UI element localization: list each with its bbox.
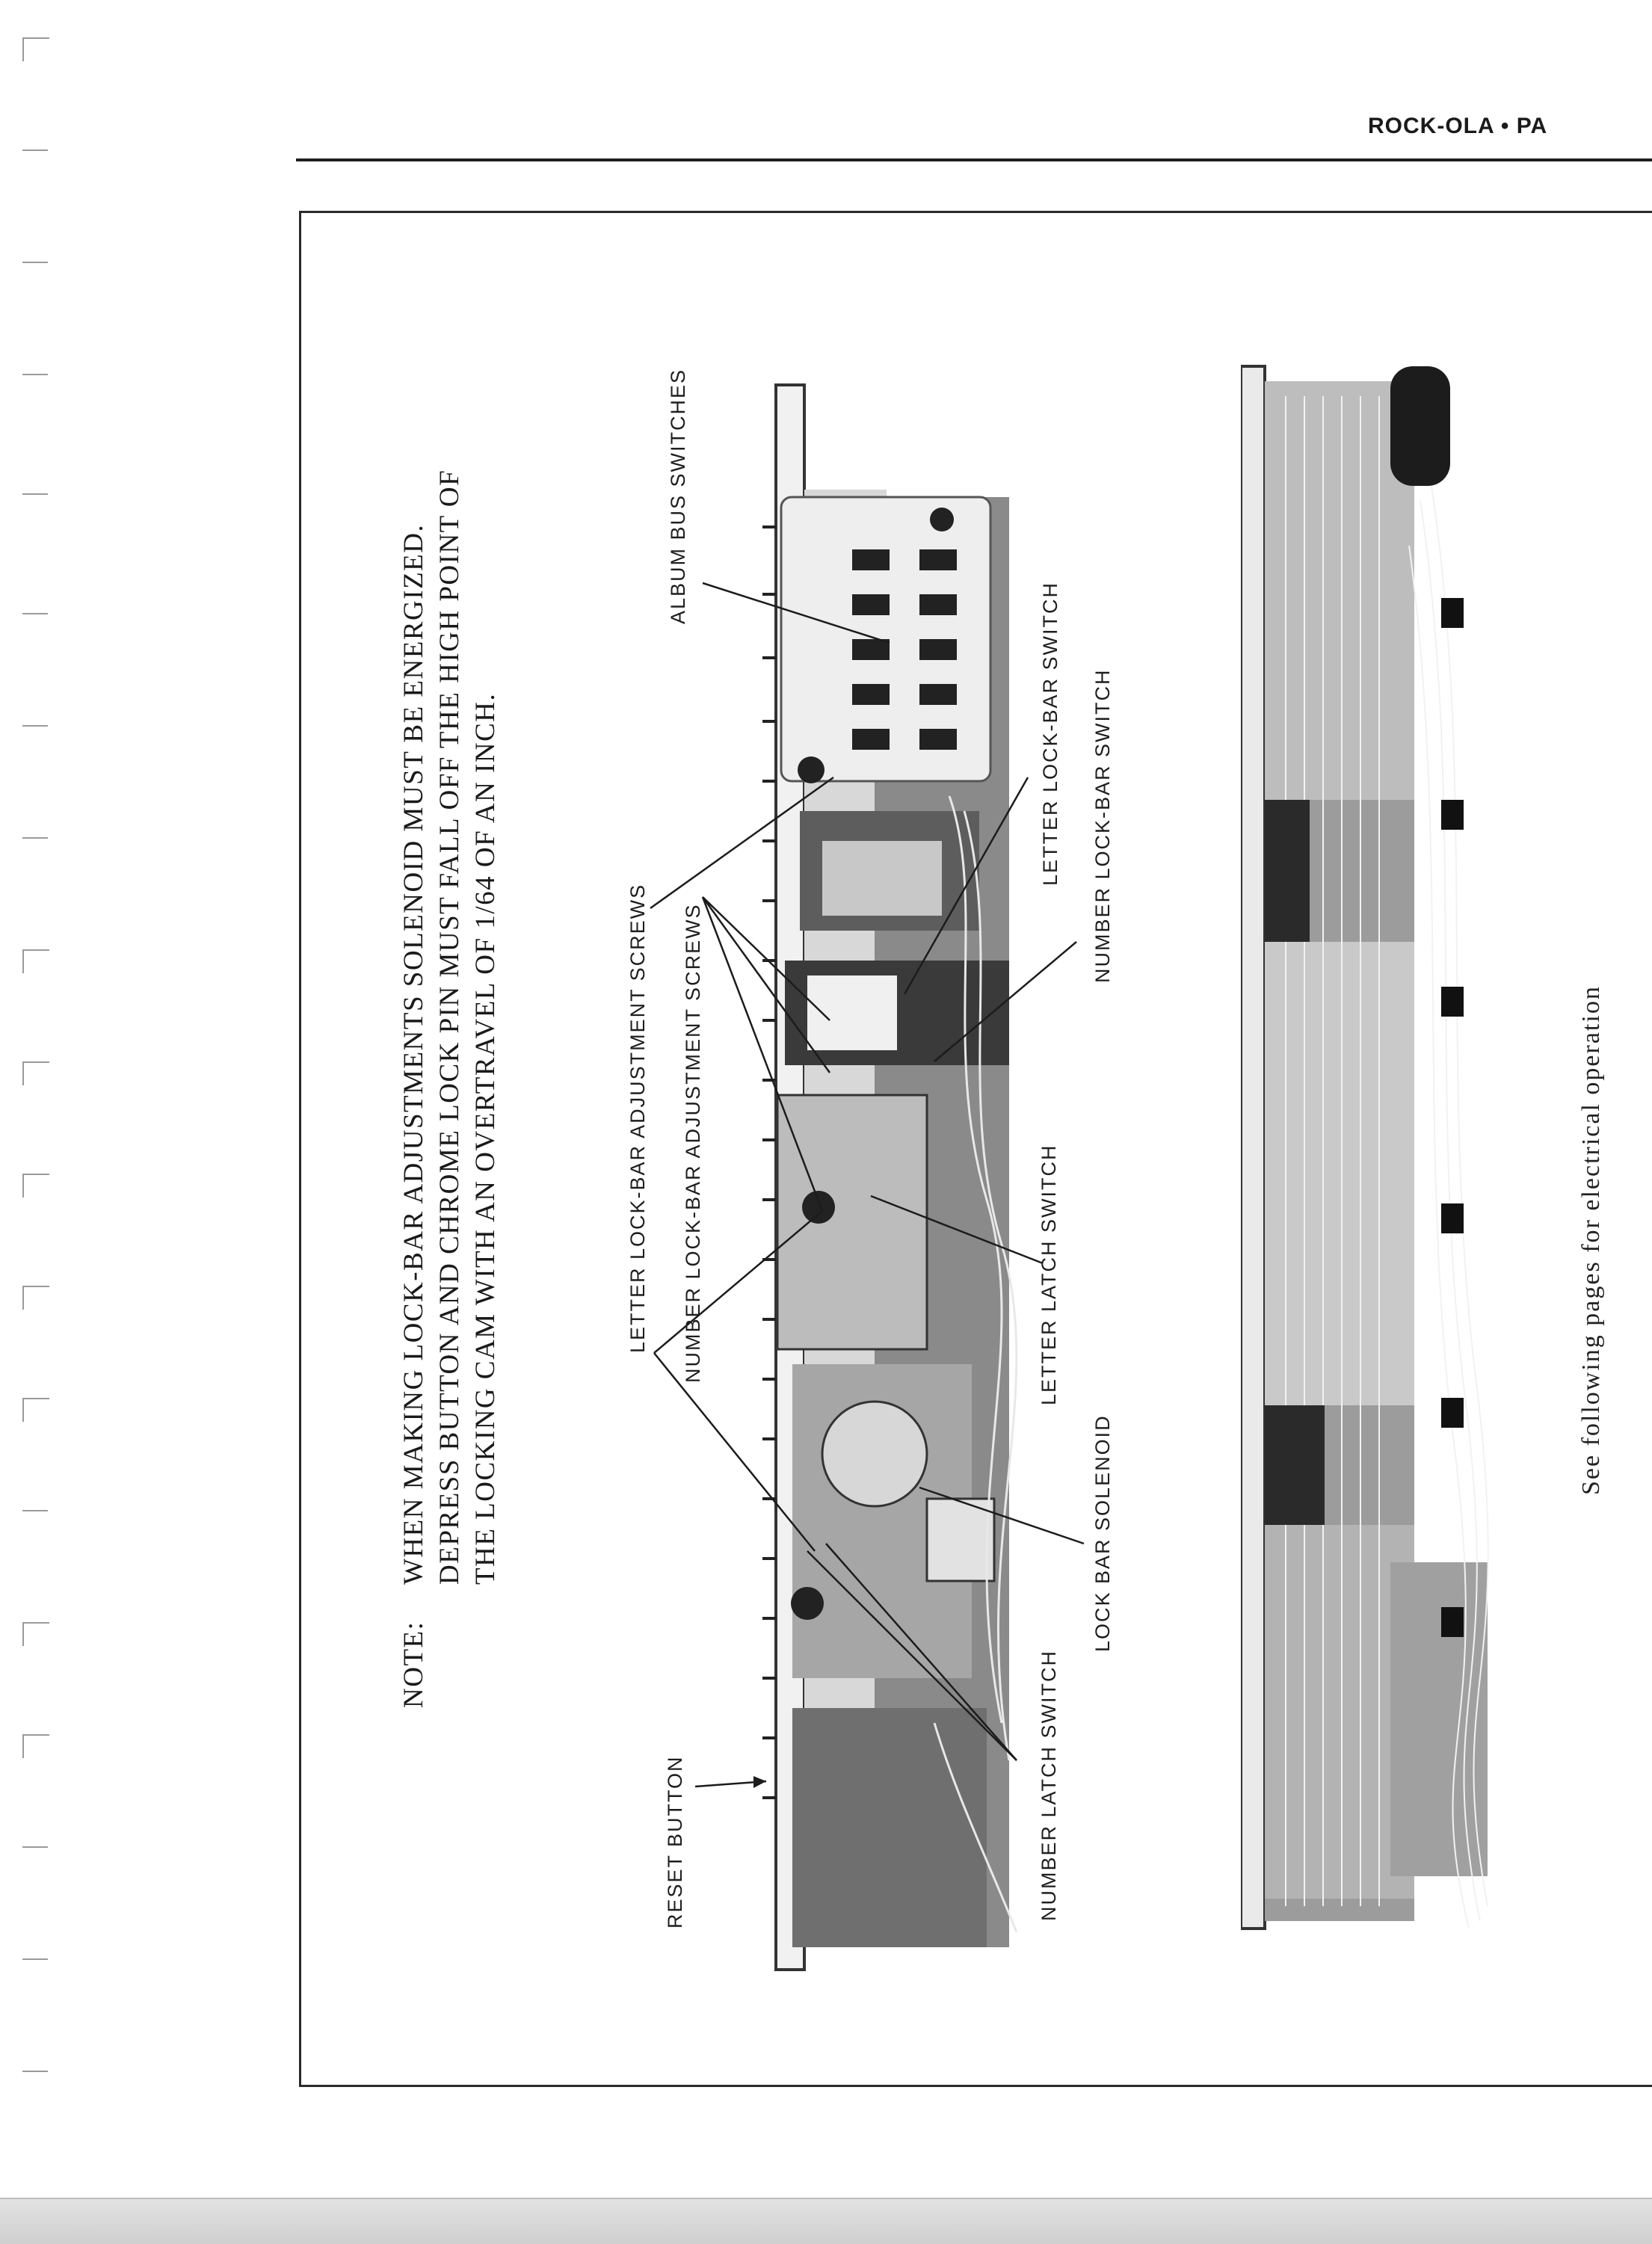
scanner-bottom-band: [0, 2198, 1652, 2244]
callout-lock-bar-solenoid: LOCK BAR SOLENOID: [1091, 1414, 1114, 1652]
callout-number-latch-switch: NUMBER LATCH SWITCH: [1038, 1649, 1060, 1921]
callout-letter-lockbar-adjustment-screws: LETTER LOCK-BAR ADJUSTMENT SCREWS: [626, 883, 649, 1353]
callout-letter-latch-switch: LETTER LATCH SWITCH: [1038, 1144, 1060, 1405]
binder-margin-marks: [22, 22, 52, 2153]
callout-album-bus-switches: ALBUM BUS SWITCHES: [667, 368, 689, 624]
callout-number-lockbar-switch: NUMBER LOCK-BAR SWITCH: [1091, 668, 1114, 983]
callout-reset-button: RESET BUTTON: [664, 1755, 686, 1929]
note-label: NOTE:: [398, 1621, 429, 1708]
lock-bar-assembly-photo: [762, 377, 1039, 1977]
footer-note: See following pages for electrical opera…: [1577, 985, 1605, 1495]
figure-frame: [299, 211, 1652, 2087]
page-header-brand: ROCK-OLA • PA: [1368, 114, 1548, 138]
note-text: WHEN MAKING LOCK-BAR ADJUSTMENTS SOLENOI…: [398, 469, 501, 1585]
callout-letter-lockbar-switch: LETTER LOCK-BAR SWITCH: [1039, 581, 1061, 886]
wiring-harness-photo: [1241, 351, 1495, 1944]
header-rule: [296, 158, 1652, 161]
note-block: NOTE: WHEN MAKING LOCK-BAR ADJUSTMENTS S…: [396, 430, 568, 1708]
callout-number-lockbar-adjustment-screws: NUMBER LOCK-BAR ADJUSTMENT SCREWS: [682, 903, 704, 1383]
